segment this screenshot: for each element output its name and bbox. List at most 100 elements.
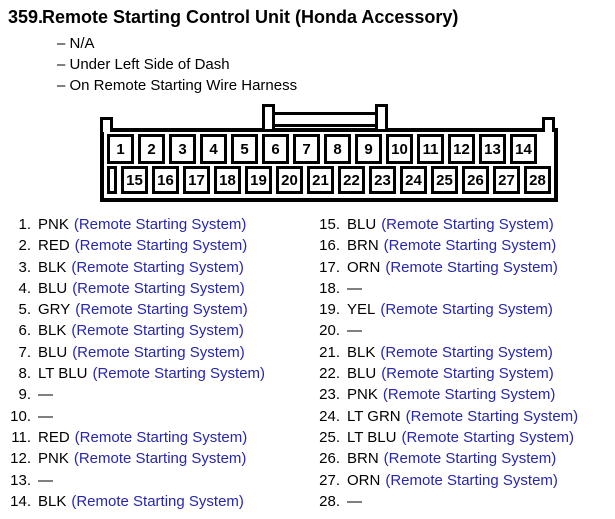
- connector-pin-cell: 26: [462, 166, 489, 194]
- pin-number: 12.: [10, 450, 31, 468]
- pin-wire-color: LT BLU: [38, 365, 88, 383]
- pin-row: 9.—: [0, 384, 306, 405]
- pin-system-link[interactable]: (Remote Starting System): [72, 279, 245, 297]
- connector-pin-cell: 3: [169, 134, 196, 164]
- connector-pin-cell: 6: [262, 134, 289, 164]
- pin-row: 12. PNK(Remote Starting System): [0, 448, 306, 469]
- connector-pin-cell: 24: [400, 166, 427, 194]
- pin-number: 27.: [319, 471, 340, 489]
- pin-row: 5.GRY(Remote Starting System): [0, 299, 306, 320]
- pin-number: 13.: [10, 471, 31, 489]
- pin-system-link[interactable]: (Remote Starting System): [383, 450, 557, 468]
- connector-pin-cell: 28: [524, 166, 551, 194]
- pin-row: 2. RED(Remote Starting System): [0, 235, 306, 256]
- connector-latch-post-left: [262, 104, 275, 132]
- pin-system-link[interactable]: (Remote Starting System): [92, 365, 266, 383]
- pin-system-link[interactable]: (Remote Starting System): [74, 237, 248, 255]
- pin-row: 22. BLU(Remote Starting System): [306, 363, 615, 384]
- connector-pin-cell: 16: [152, 166, 179, 194]
- connector-diagram: 1 2 3 4 5 6 7 8 9 10 11 12 13 14 15 16 1…: [100, 104, 558, 202]
- pin-system-link[interactable]: (Remote Starting System): [383, 237, 557, 255]
- pin-row: 1.PNK(Remote Starting System): [0, 214, 306, 235]
- header: 359. Remote Starting Control Unit (Honda…: [0, 0, 615, 96]
- pin-number: 22.: [319, 365, 340, 383]
- pin-number: 5.: [18, 301, 31, 319]
- pin-number: 19.: [319, 301, 340, 319]
- pin-wire-color: ORN: [347, 258, 381, 276]
- connector-latch-post-right: [375, 104, 388, 132]
- pin-wire-color: PNK: [38, 450, 69, 468]
- pin-system-link[interactable]: (Remote Starting System): [380, 301, 553, 319]
- pin-number: 1.: [18, 216, 31, 233]
- pin-system-link[interactable]: (Remote Starting System): [401, 428, 575, 446]
- connector-pin-cell: 7: [293, 134, 320, 164]
- pin-row: 27.ORN(Remote Starting System): [306, 470, 615, 491]
- pin-row: 23.PNK(Remote Starting System): [306, 384, 615, 405]
- detail-line: – Under Left Side of Dash: [57, 56, 230, 73]
- pin-wire-color: —: [347, 492, 362, 510]
- pin-row: 28. —: [306, 491, 615, 512]
- pin-number: 8.: [18, 365, 31, 383]
- pin-wire-color: BLU: [38, 343, 68, 361]
- connector-pin-cell: 5: [231, 134, 258, 164]
- pin-number: 4.: [18, 279, 31, 297]
- pin-system-link[interactable]: (Remote Starting System): [73, 450, 247, 468]
- connector-pin-cell: 11: [417, 134, 444, 164]
- pin-number: 26.: [319, 450, 340, 468]
- pin-row: 4.BLU(Remote Starting System): [0, 278, 306, 299]
- connector-pin-cell: 27: [493, 166, 520, 194]
- connector-pin-cell: 25: [431, 166, 458, 194]
- pin-system-link[interactable]: (Remote Starting System): [382, 386, 556, 404]
- connector-pin-cell: 21: [307, 166, 334, 194]
- location-details: – N/A – Under Left Side of Dash – On Rem…: [57, 33, 615, 96]
- connector-pin-cell: 14: [510, 134, 537, 164]
- pin-list-right-column: 15.BLU(Remote Starting System) 16.BRN(Re…: [306, 214, 615, 512]
- pin-number: 2.: [18, 237, 31, 255]
- connector-pin-cell: 20: [276, 166, 303, 194]
- pin-wire-color: LT GRN: [347, 407, 401, 425]
- pin-row: 13.—: [0, 470, 306, 491]
- connector-pin-cell: 22: [338, 166, 365, 194]
- connector-body: 1 2 3 4 5 6 7 8 9 10 11 12 13 14 15 16 1…: [100, 128, 558, 202]
- pin-number: 14.: [10, 492, 31, 510]
- pin-system-link[interactable]: (Remote Starting System): [73, 216, 247, 233]
- pin-row: 14.BLK(Remote Starting System): [0, 491, 306, 512]
- pin-number: 3.: [18, 258, 31, 276]
- pin-wire-color: BRN: [347, 450, 379, 468]
- pin-wire-color: BLU: [347, 365, 377, 383]
- pin-system-link[interactable]: (Remote Starting System): [381, 216, 554, 233]
- pin-system-link[interactable]: (Remote Starting System): [381, 365, 554, 383]
- pin-system-link[interactable]: (Remote Starting System): [75, 301, 248, 319]
- pin-row: 21.BLK(Remote Starting System): [306, 342, 615, 363]
- pin-system-link[interactable]: (Remote Starting System): [72, 343, 245, 361]
- pin-system-link[interactable]: (Remote Starting System): [71, 322, 244, 340]
- pin-number: 28.: [319, 492, 340, 510]
- pin-number: 15.: [319, 216, 340, 233]
- pin-wire-color: —: [38, 407, 53, 425]
- pin-system-link[interactable]: (Remote Starting System): [380, 343, 553, 361]
- pin-row: 17.ORN(Remote Starting System): [306, 257, 615, 278]
- pin-wire-color: RED: [38, 237, 70, 255]
- pin-row: 20.—: [306, 320, 615, 341]
- pin-system-link[interactable]: (Remote Starting System): [74, 428, 248, 446]
- pin-system-link[interactable]: (Remote Starting System): [71, 258, 244, 276]
- pin-row: 18.—: [306, 278, 615, 299]
- pin-row: 6. BLK(Remote Starting System): [0, 320, 306, 341]
- pin-number: 18.: [319, 279, 340, 297]
- pin-number: 11.: [11, 428, 31, 446]
- pin-system-link[interactable]: (Remote Starting System): [385, 258, 558, 276]
- pin-wire-color: LT BLU: [347, 428, 397, 446]
- pin-wire-color: BLK: [38, 322, 67, 340]
- pin-wire-color: RED: [38, 428, 70, 446]
- connector-pin-cell: 17: [183, 166, 210, 194]
- pin-system-link[interactable]: (Remote Starting System): [71, 492, 244, 510]
- pin-number: 6.: [18, 322, 31, 340]
- connector-pin-cell: 18: [214, 166, 241, 194]
- pin-system-link[interactable]: (Remote Starting System): [405, 407, 579, 425]
- connector-pin-cell: 8: [324, 134, 351, 164]
- pin-system-link[interactable]: (Remote Starting System): [385, 471, 558, 489]
- pin-number: 9.: [18, 386, 31, 404]
- pin-wire-color: YEL: [347, 301, 376, 319]
- title-number: 359.: [8, 7, 44, 27]
- pin-row: 7.BLU(Remote Starting System): [0, 342, 306, 363]
